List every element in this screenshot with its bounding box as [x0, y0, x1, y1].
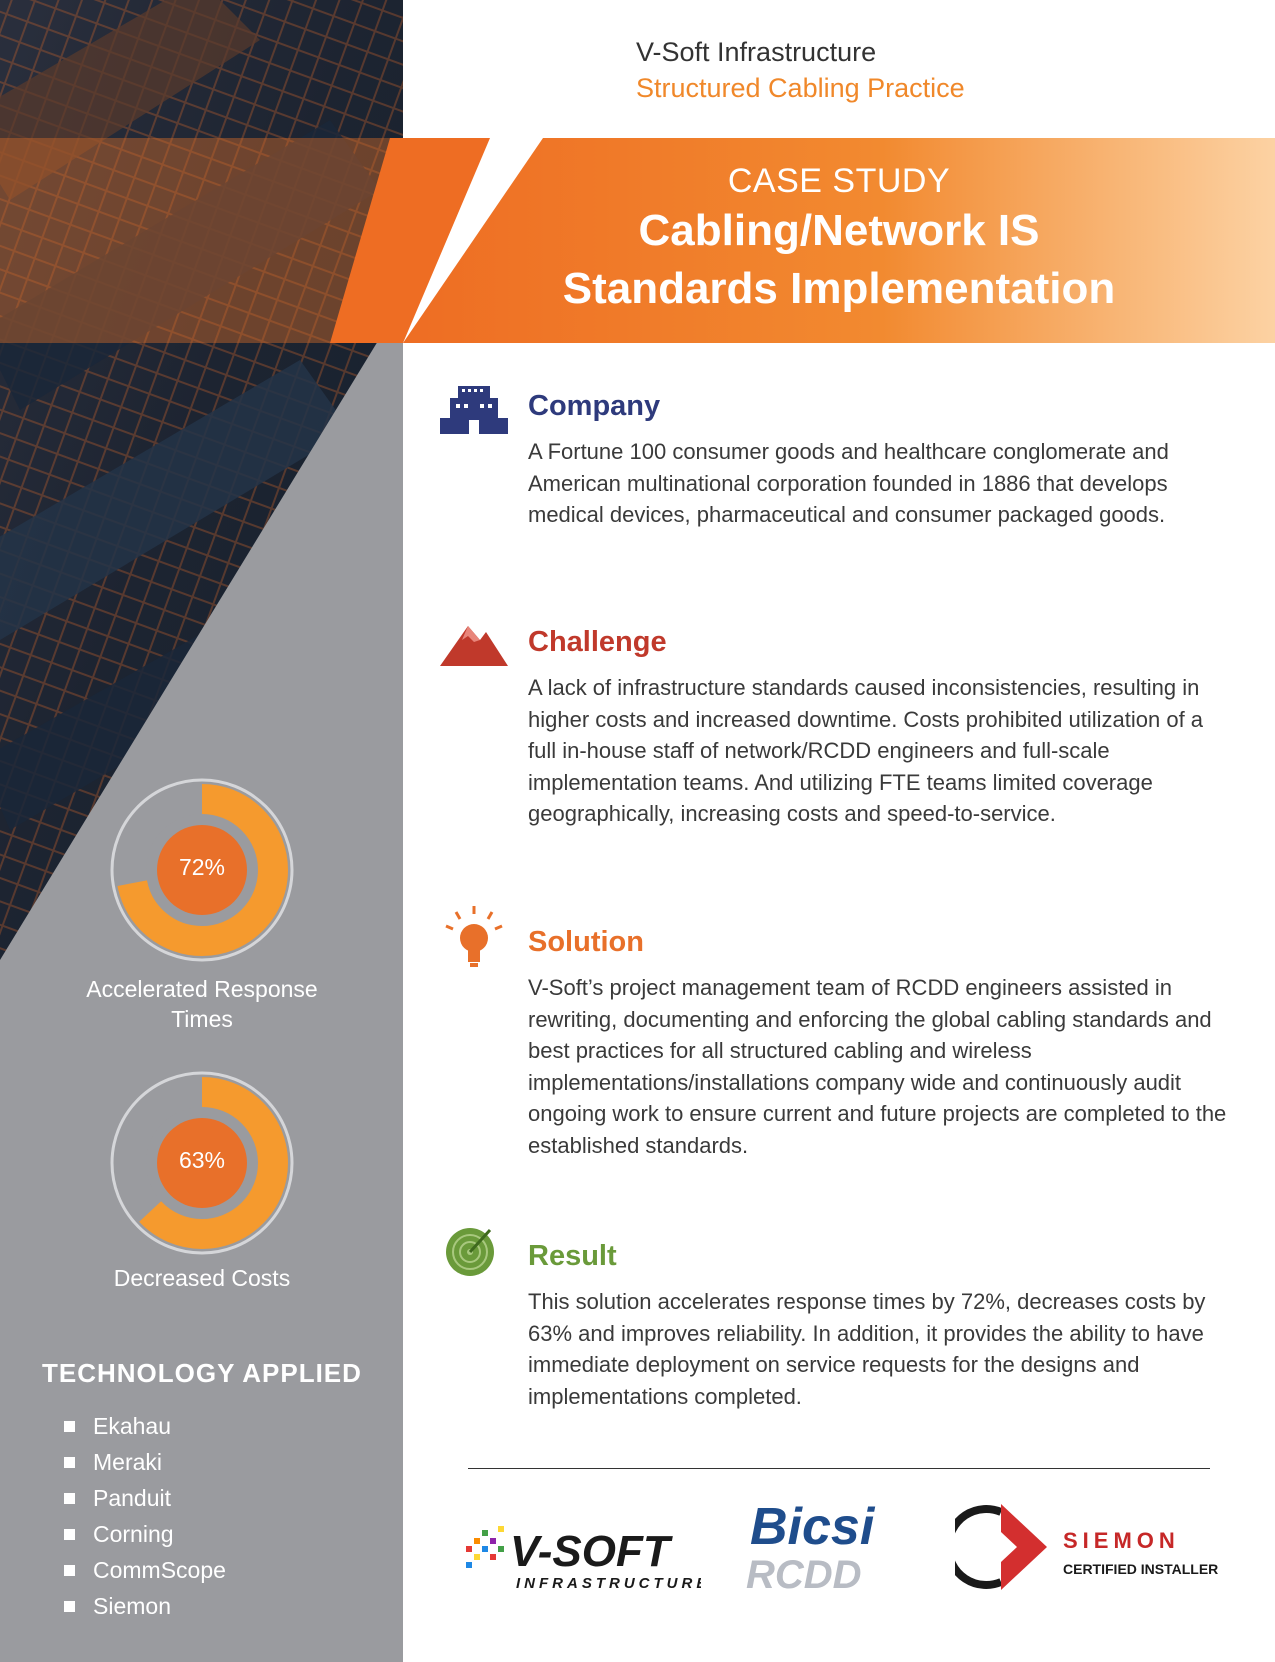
bullet-icon [64, 1420, 75, 1432]
practice-name: Structured Cabling Practice [636, 73, 965, 103]
lightbulb-icon [445, 906, 503, 967]
donut-arc [116, 1077, 288, 1249]
bullet-icon [64, 1564, 75, 1576]
list-item: Panduit [64, 1480, 226, 1516]
page-title-line1: Cabling/Network IS [638, 206, 1040, 255]
stat-label-costs: Decreased Costs [52, 1263, 352, 1293]
section-body: A Fortune 100 consumer goods and healthc… [528, 439, 1169, 527]
siemon-wordmark: SIEMON [1063, 1528, 1180, 1553]
technology-title: TECHNOLOGY APPLIED [42, 1358, 362, 1388]
bicsi-logo: Bicsi RCDD [740, 1496, 915, 1597]
title-banner [403, 138, 1275, 343]
list-item: CommScope [64, 1552, 226, 1588]
list-item: Ekahau [64, 1408, 226, 1444]
sidebar-background [0, 0, 403, 1662]
bicsi-wordmark: Bicsi [750, 1498, 876, 1556]
list-item-label: Panduit [93, 1485, 172, 1511]
footer-divider [468, 1468, 1210, 1469]
section-body: V-Soft’s project management team of RCDD… [528, 975, 1227, 1158]
section-body: This solution accelerates response times… [528, 1289, 1206, 1409]
company-name: V-Soft Infrastructure [636, 37, 877, 67]
list-item-label: Meraki [93, 1449, 163, 1475]
bullet-icon [64, 1600, 75, 1612]
stat-donut-costs: 63% [102, 1063, 302, 1263]
section-body: A lack of infrastructure standards cause… [528, 675, 1204, 826]
mountain-icon [440, 626, 508, 666]
technology-list: Ekahau Meraki Panduit Corning CommScope … [64, 1408, 226, 1624]
stat-label-response: Accelerated Response Times [52, 974, 352, 1034]
section-heading: Solution [528, 926, 644, 958]
stat-label-line: Accelerated Response [86, 976, 318, 1002]
target-icon [446, 1228, 494, 1276]
list-item: Meraki [64, 1444, 226, 1480]
stat-value: 63% [178, 1147, 226, 1173]
list-item: Corning [64, 1516, 226, 1552]
section-heading: Company [528, 390, 661, 422]
vsoft-logo: V-SOFT INFRASTRUCTURE [466, 1516, 706, 1592]
list-item-label: CommScope [93, 1557, 226, 1583]
donut-arc [116, 784, 288, 956]
building-icon [440, 386, 508, 434]
bicsi-subtitle: RCDD [746, 1553, 862, 1596]
list-item-label: Siemon [93, 1593, 171, 1619]
vsoft-subtitle: INFRASTRUCTURE [516, 1575, 701, 1592]
page-title-line2: Standards Implementation [562, 264, 1116, 313]
banner-text: CASE STUDY Cabling/Network IS Standards … [403, 160, 1275, 318]
case-study-label: CASE STUDY [727, 162, 951, 200]
section-heading: Result [528, 1240, 617, 1272]
stat-donut-response: 72% [102, 770, 302, 970]
vsoft-wordmark: V-SOFT [510, 1527, 673, 1576]
siemon-subtitle: CERTIFIED INSTALLER [1063, 1561, 1218, 1577]
stat-label-line: Times [171, 1006, 233, 1032]
list-item: Siemon [64, 1588, 226, 1624]
stat-value: 72% [178, 854, 226, 880]
header: V-Soft Infrastructure Structured Cabling… [636, 34, 965, 106]
bullet-icon [64, 1492, 75, 1504]
banner-accent [330, 138, 490, 343]
bullet-icon [64, 1528, 75, 1540]
list-item-label: Corning [93, 1521, 174, 1547]
section-heading: Challenge [528, 626, 667, 658]
siemon-logo: SIEMON CERTIFIED INSTALLER [944, 1502, 1240, 1592]
bullet-icon [64, 1456, 75, 1468]
stat-label-line: Decreased Costs [113, 1265, 291, 1291]
list-item-label: Ekahau [93, 1413, 172, 1439]
